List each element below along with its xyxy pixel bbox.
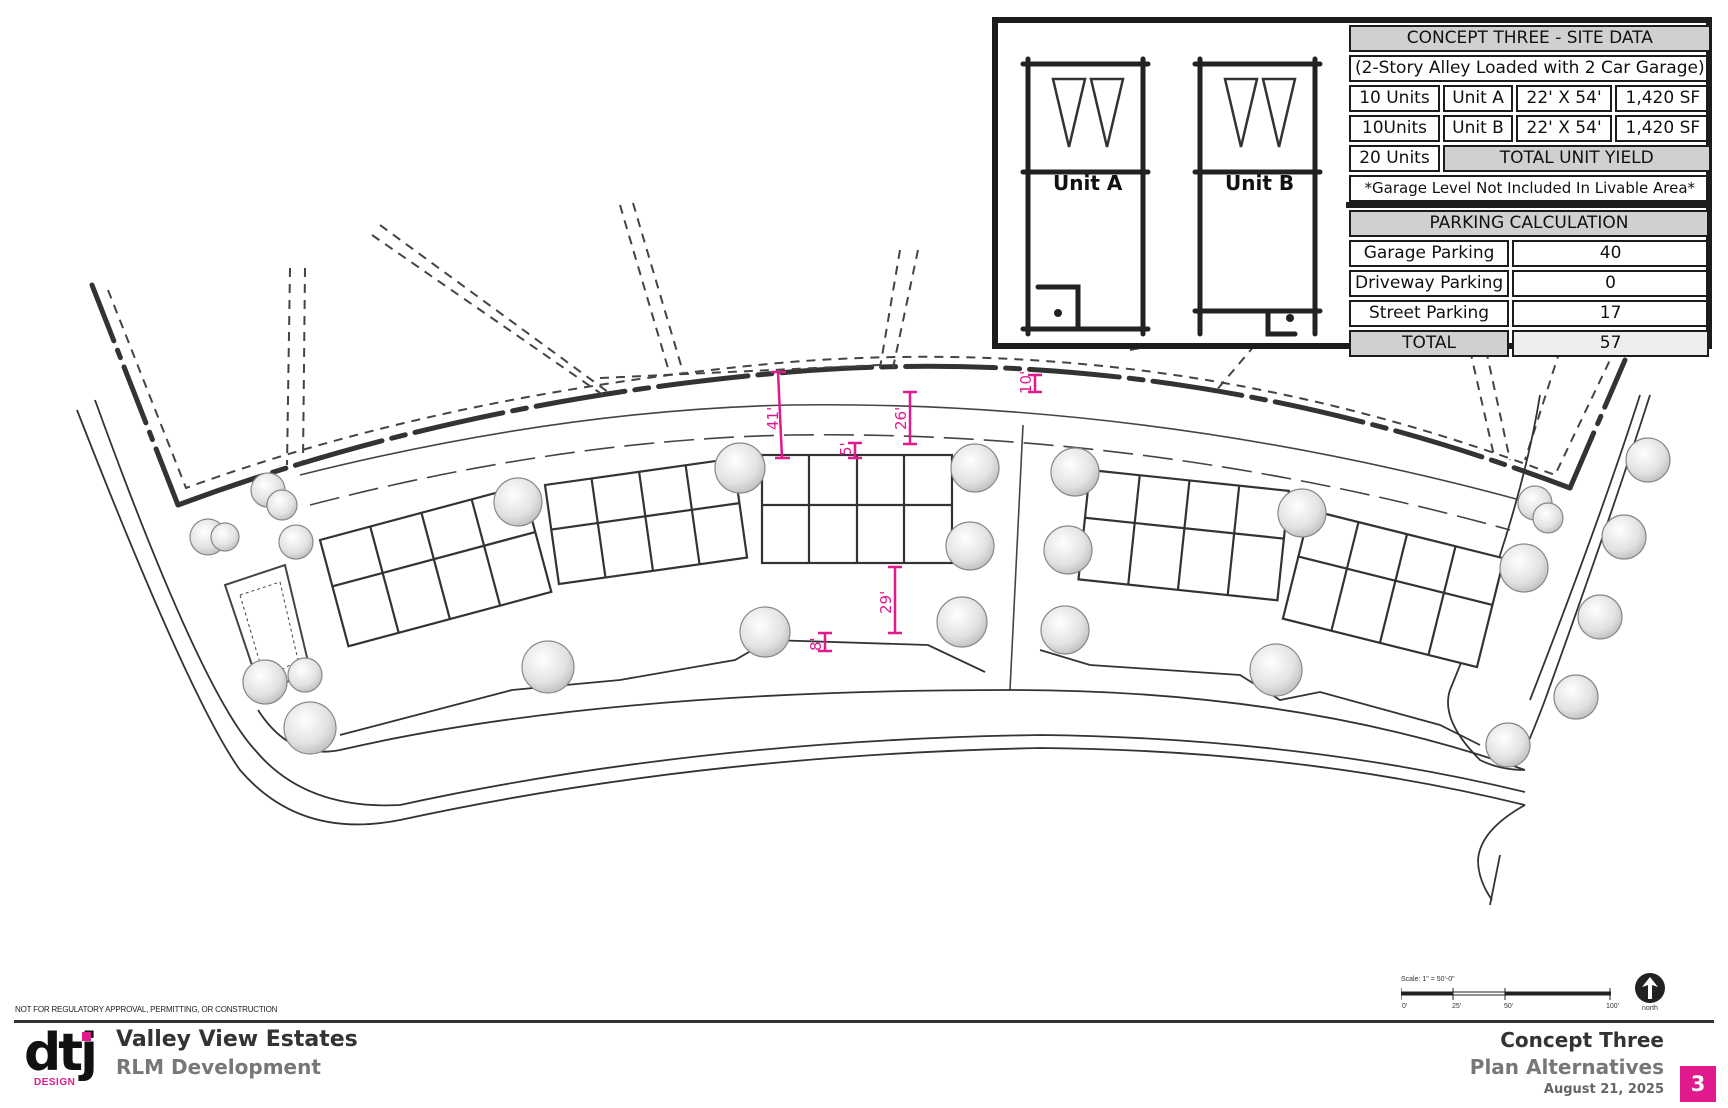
dimension-labels: 41' 26' 5' 10' 29' 8' (764, 371, 1035, 651)
north-arrow-icon (1635, 973, 1665, 1003)
table-row: 10 Units Unit A 22' X 54' 1,420 SF (1349, 85, 1711, 112)
site-data-inset: Unit A Unit B CONCEPT THREE - SITE DATA … (992, 17, 1714, 357)
scale-label: Scale: 1" = 50'-0" (1401, 976, 1455, 983)
property-boundary (89, 282, 1628, 508)
table-row: TOTAL 57 (1349, 330, 1709, 357)
footer-divider (14, 1020, 1714, 1023)
unit-size: 22' X 54' (1516, 115, 1613, 142)
dim-41: 41' (764, 407, 782, 430)
unit-type: Unit A (1442, 85, 1514, 112)
parking-table: PARKING CALCULATION Garage Parking 40 Dr… (1346, 207, 1712, 360)
parking-total-value: 57 (1512, 330, 1709, 357)
parking-value: 0 (1512, 270, 1709, 297)
trees (189, 437, 1671, 768)
scale-tick: 25' (1452, 1003, 1462, 1010)
scale-bar (1401, 988, 1611, 1000)
lot-lines (107, 202, 1611, 490)
dim-5: 5' (837, 442, 855, 456)
unit-area: 1,420 SF (1615, 115, 1711, 142)
parking-label: Street Parking (1349, 300, 1510, 327)
parking-value: 17 (1512, 300, 1709, 327)
north-label: north (1642, 1005, 1658, 1012)
dimension-markers (771, 370, 1042, 653)
alley-lines (299, 403, 1521, 691)
table-row: Driveway Parking 0 (1349, 270, 1709, 297)
parking-title: PARKING CALCULATION (1349, 210, 1709, 237)
plan-date: August 21, 2025 (1543, 1082, 1664, 1097)
unit-type: Unit B (1442, 115, 1514, 142)
unit-diagrams: Unit A Unit B (1003, 29, 1343, 343)
parking-total-label: TOTAL (1349, 330, 1510, 357)
regulatory-note: NOT FOR REGULATORY APPROVAL, PERMITTING,… (15, 1005, 278, 1014)
scale-tick: 100' (1606, 1003, 1620, 1010)
unit-area: 1,420 SF (1615, 85, 1711, 112)
unit-count: 10Units (1349, 115, 1440, 142)
logo-accent (82, 1032, 91, 1041)
unit-a-label: Unit A (1053, 171, 1123, 195)
dim-29: 29' (877, 591, 895, 614)
dtj-logo: dtj DESIGN (24, 1027, 98, 1090)
parking-value: 40 (1512, 240, 1709, 267)
parking-label: Driveway Parking (1349, 270, 1510, 297)
site-data-table: CONCEPT THREE - SITE DATA (2-Story Alley… (1346, 22, 1714, 205)
scale-tick: 50' (1504, 1003, 1514, 1010)
dim-26: 26' (892, 407, 910, 430)
table-divider (1346, 202, 1712, 208)
site-data-subtitle: (2-Story Alley Loaded with 2 Car Garage) (1349, 55, 1711, 82)
livable-area-note: *Garage Level Not Included In Livable Ar… (1349, 175, 1711, 202)
site-data-title: CONCEPT THREE - SITE DATA (1349, 25, 1711, 52)
unit-b-label: Unit B (1225, 171, 1295, 195)
table-row: 10Units Unit B 22' X 54' 1,420 SF (1349, 115, 1711, 142)
logo-subtext: DESIGN (34, 1077, 76, 1088)
concept-title: Concept Three (1500, 1028, 1664, 1052)
unit-count: 10 Units (1349, 85, 1440, 112)
dim-10: 10' (1017, 371, 1035, 394)
unit-size: 22' X 54' (1516, 85, 1613, 112)
street (76, 394, 1651, 906)
table-row: 20 Units TOTAL UNIT YIELD (1349, 145, 1711, 172)
parking-label: Garage Parking (1349, 240, 1510, 267)
road-edges (257, 639, 1526, 771)
unit-plan-sketches (1020, 56, 1323, 337)
scale-tick: 0' (1402, 1003, 1408, 1010)
total-unit-count: 20 Units (1349, 145, 1440, 172)
table-row: Street Parking 17 (1349, 300, 1709, 327)
dim-8: 8' (807, 637, 825, 651)
page-number-badge: 3 (1680, 1066, 1716, 1102)
project-title: Valley View Estates (116, 1027, 358, 1052)
building-blocks (318, 453, 1506, 669)
total-unit-yield-label: TOTAL UNIT YIELD (1442, 145, 1711, 172)
table-row: Garage Parking 40 (1349, 240, 1709, 267)
plan-subtitle: Plan Alternatives (1469, 1055, 1664, 1079)
project-client: RLM Development (116, 1055, 321, 1079)
